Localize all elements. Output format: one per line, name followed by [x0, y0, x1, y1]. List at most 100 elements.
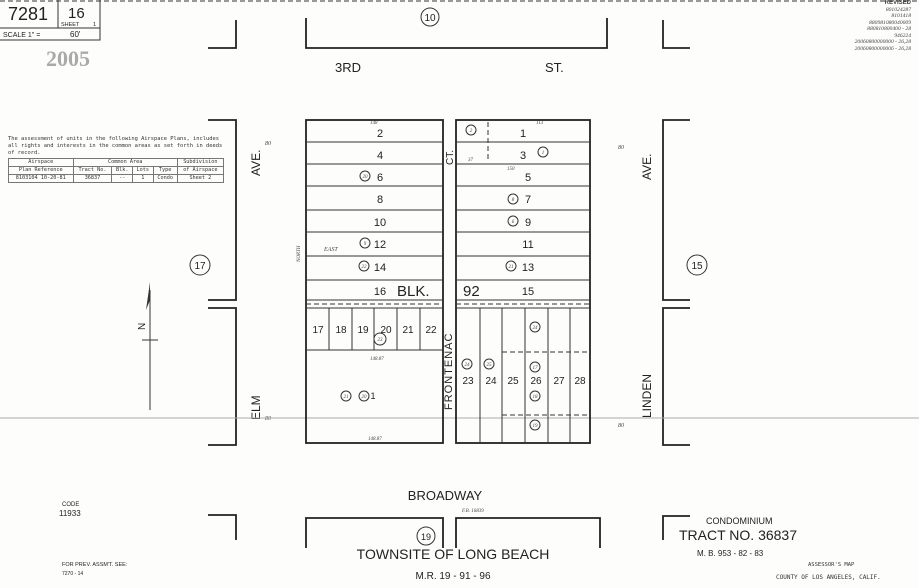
lot-number: 4 — [377, 150, 383, 162]
block-19-outline — [305, 517, 601, 548]
lot-number: 16 — [374, 286, 386, 298]
scale-value: 60' — [70, 30, 81, 39]
parcel-bracket — [208, 514, 237, 540]
year-stamp: 2005 — [46, 46, 90, 71]
svg-text:37: 37 — [468, 158, 474, 163]
block-number: 92 — [463, 283, 480, 300]
svg-text:150: 150 — [507, 167, 515, 172]
lot-number: 11 — [522, 239, 533, 251]
block-17-outline — [208, 119, 237, 446]
parcel-number: 24 — [465, 363, 471, 368]
parcel-number: 8 — [512, 198, 515, 203]
street-linden-ave: AVE. — [640, 154, 654, 180]
lot-number: 28 — [574, 376, 586, 387]
townsite-title: TOWNSITE OF LONG BEACH — [357, 546, 550, 562]
parcel-bracket — [662, 515, 690, 540]
parcel-number: 22 — [362, 265, 368, 270]
block-number-right: 15 — [691, 261, 703, 272]
lot-number: 13 — [522, 262, 534, 274]
parcel-bracket — [208, 20, 237, 49]
street-linden: LINDEN — [640, 374, 654, 418]
lot-number: 21 — [402, 325, 414, 336]
parcel-number: 18 — [533, 395, 539, 400]
scale-label: SCALE 1" = — [3, 32, 40, 39]
street-broadway: BROADWAY — [408, 488, 483, 503]
north-arrow-icon: N — [137, 282, 158, 410]
lot-number: 15 — [522, 286, 534, 298]
airspace-note-text: The assessment of units in the following… — [8, 136, 223, 156]
block-number-bottom: 19 — [421, 532, 431, 542]
sheet-number: 1 — [93, 22, 96, 28]
block-92-west — [305, 119, 444, 444]
svg-text:80: 80 — [618, 423, 624, 429]
page-number: 16 — [68, 5, 85, 22]
parcel-number: 24 — [533, 326, 539, 331]
lot-number: 7 — [525, 194, 531, 206]
svg-text:N: N — [137, 323, 148, 330]
lot-number: 22 — [425, 325, 437, 336]
svg-text:80: 80 — [265, 141, 271, 147]
street-frontenac: FRONTENAC — [443, 333, 455, 410]
svg-text:148.87: 148.87 — [370, 357, 384, 362]
parcel-bracket — [662, 20, 690, 49]
svg-text:EAST: EAST — [323, 247, 338, 253]
svg-text:113: 113 — [536, 121, 544, 126]
lot-number: 6 — [377, 172, 383, 184]
parcel-number: 21 — [509, 265, 514, 270]
parcel-number: 1 — [542, 151, 545, 156]
svg-text:148.87: 148.87 — [368, 437, 382, 442]
lot-number: 14 — [374, 262, 386, 274]
block-number-top: 10 — [424, 13, 436, 24]
lot-number: 23 — [462, 376, 474, 387]
book-number: 7281 — [8, 4, 48, 24]
lot-number: 2 — [377, 128, 383, 140]
lot-number: 20 — [380, 325, 392, 336]
lot-number: 9 — [525, 217, 531, 229]
parcel-number: 25 — [487, 363, 493, 368]
assessor-map-label: ASSESSOR'S MAP — [808, 562, 855, 568]
prev-assessment-label: FOR PREV. ASSM'T. SEE: — [62, 562, 128, 568]
lot-number: 3 — [520, 150, 526, 162]
lot-number: 1 — [370, 391, 375, 401]
svg-text:F.B. 16839: F.B. 16839 — [461, 509, 484, 514]
parcel-number: 20 — [362, 395, 368, 400]
svg-text:148: 148 — [370, 121, 378, 126]
lot-number: 17 — [312, 325, 324, 336]
lot-number: 18 — [335, 325, 347, 336]
parcel-number: 6 — [512, 220, 515, 225]
street-elm-ave: AVE. — [249, 150, 263, 176]
parcel-number: 17 — [533, 366, 539, 371]
block-10-outline — [305, 18, 608, 49]
parcel-number: 19 — [533, 424, 539, 429]
lot-number: 27 — [553, 376, 565, 387]
block-15-outline — [662, 119, 690, 446]
svg-text:80: 80 — [265, 416, 271, 422]
block-number-left: 17 — [194, 261, 206, 272]
lot-number: 8 — [377, 194, 383, 206]
parcel-number: 21 — [344, 395, 349, 400]
lot-number: 24 — [485, 376, 497, 387]
code-label: CODE — [62, 502, 79, 508]
street-elm: ELM — [249, 395, 263, 420]
map-book-reference: M. B. 953 - 82 - 83 — [697, 549, 764, 558]
parcel-number: 20 — [363, 175, 369, 180]
block-label: BLK. — [397, 283, 430, 300]
block-circle-top — [420, 7, 440, 27]
revised-stamp: REVISED 801024287 8101418 88098108004000… — [854, 0, 911, 52]
lot-number: 5 — [525, 172, 531, 184]
parcel-number: 23 — [378, 338, 384, 343]
street-ct: CT. — [445, 150, 456, 165]
lot-number: 1 — [520, 128, 526, 140]
lot-number: 12 — [374, 239, 386, 251]
code-value: 11933 — [59, 509, 81, 518]
prev-assessment-value: 7270 - 14 — [62, 571, 83, 577]
county-label: COUNTY OF LOS ANGELES, CALIF. — [776, 574, 881, 581]
lot-number: 25 — [507, 376, 519, 387]
parcel-number: 2 — [470, 129, 473, 134]
lot-number: 26 — [530, 376, 542, 387]
street-st: ST. — [545, 60, 564, 75]
